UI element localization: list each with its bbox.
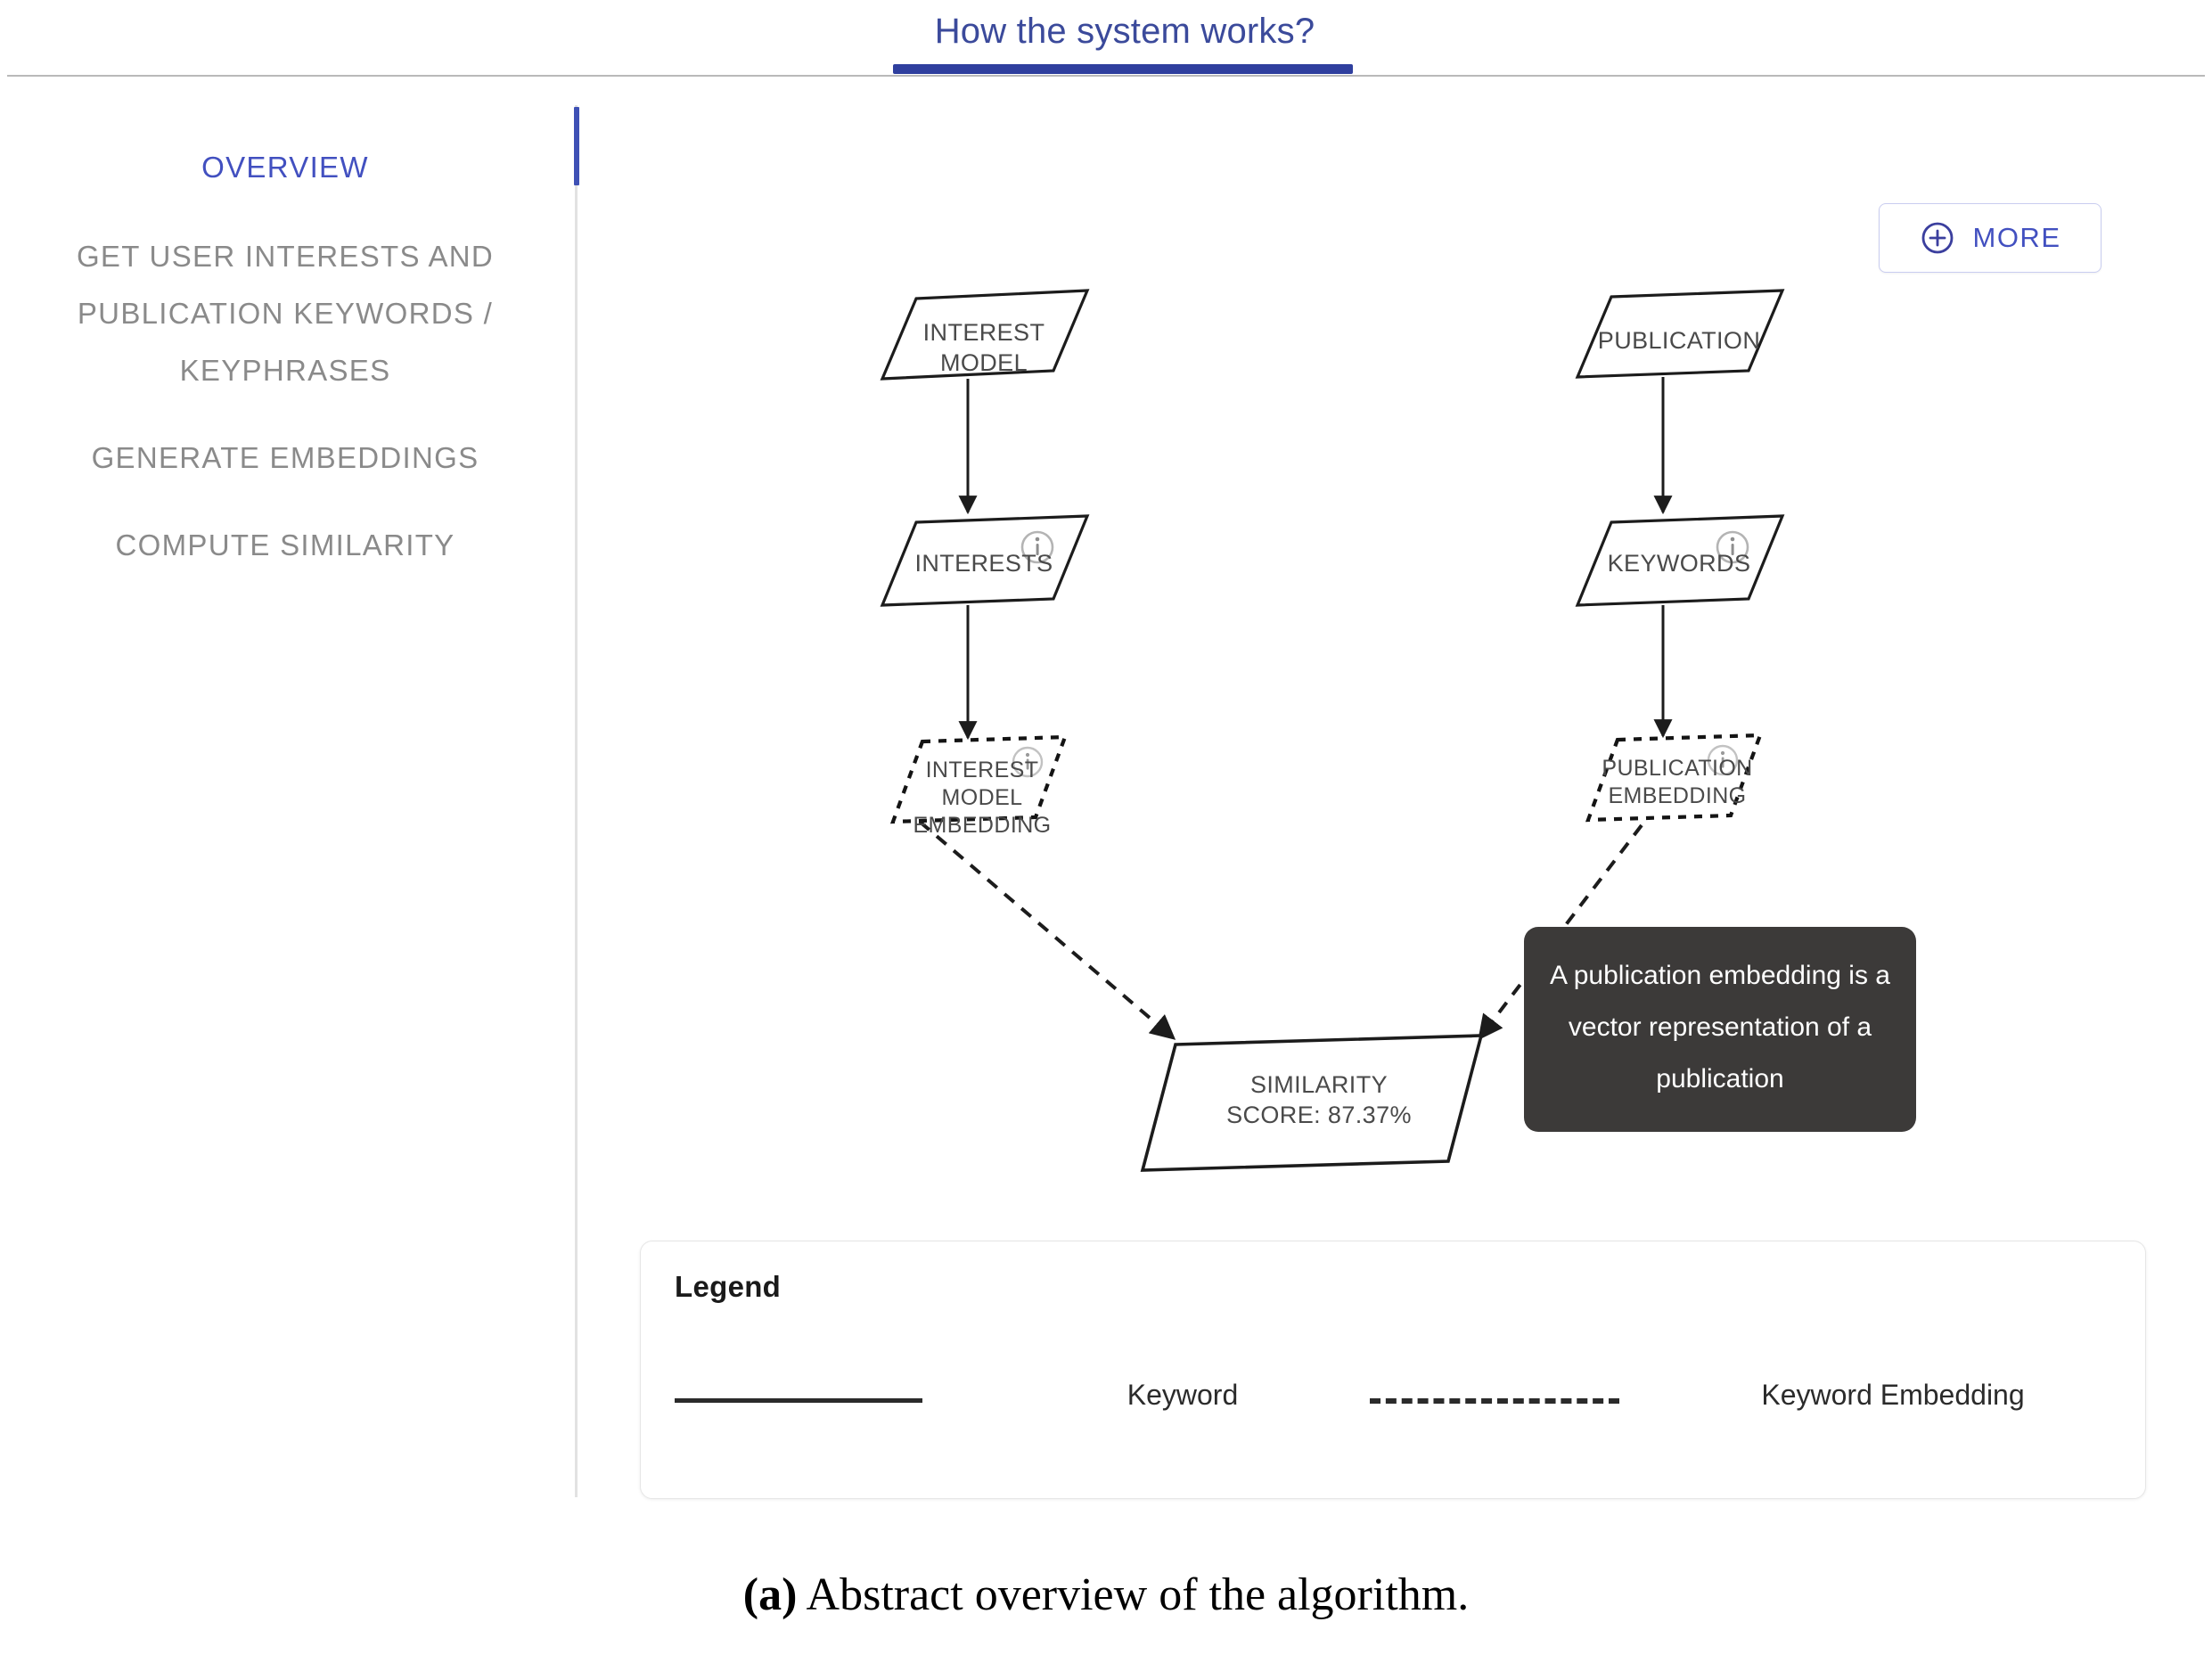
tab-bar	[0, 0, 2212, 77]
legend-title: Legend	[675, 1270, 782, 1303]
legend-card: Legend Keyword Keyword Embedding	[640, 1241, 2146, 1499]
flow-diagram-svg	[880, 289, 1785, 1172]
sidebar-item-get-user-interests-line-2: PUBLICATION KEYWORDS /	[77, 297, 494, 330]
sidebar-item-compute-similarity[interactable]: COMPUTE SIMILARITY	[0, 512, 570, 579]
edge-interest-embedding-to-similarity	[918, 820, 1176, 1040]
more-button-label: MORE	[1972, 222, 2061, 253]
tab-how-the-system-works[interactable]: How the system works?	[893, 2, 1356, 77]
node-similarity-score-shape[interactable]	[1140, 1034, 1484, 1172]
sidebar-item-overview-line-1: OVERVIEW	[201, 151, 369, 184]
figure-caption: (a) Abstract overview of the algorithm.	[0, 1569, 2212, 1621]
tab-label: How the system works?	[934, 12, 1315, 51]
node-interest-model-embedding-shape[interactable]	[889, 734, 1069, 824]
sidebar: OVERVIEW GET USER INTERESTS AND PUBLICAT…	[0, 107, 570, 579]
node-publication-shape[interactable]	[1575, 289, 1785, 379]
sidebar-item-generate-embeddings[interactable]: GENERATE EMBEDDINGS	[0, 424, 570, 492]
figure-caption-text: Abstract overview of the algorithm.	[797, 1569, 1470, 1620]
node-publication-embedding-info-icon[interactable]	[1707, 744, 1739, 776]
tooltip-publication-embedding: A publication embedding is a vector repr…	[1524, 927, 1916, 1132]
node-keywords-info-icon[interactable]	[1716, 530, 1749, 564]
more-button[interactable]: MORE	[1879, 203, 2101, 273]
node-interests-shape[interactable]	[880, 514, 1090, 607]
legend-solid-label: Keyword	[1126, 1379, 1239, 1411]
legend-dashed-line-swatch	[1370, 1398, 1619, 1404]
sidebar-item-generate-embeddings-line-1: GENERATE EMBEDDINGS	[91, 441, 479, 474]
plus-circle-icon	[1921, 222, 1953, 254]
tab-active-underline	[893, 64, 1353, 74]
sidebar-divider	[575, 105, 578, 1497]
sidebar-item-overview[interactable]: OVERVIEW	[0, 134, 570, 201]
flow-diagram: INTEREST MODEL PUBLICATION INTERESTS KEY…	[588, 107, 2212, 1283]
figure-caption-marker: (a)	[742, 1569, 798, 1620]
sidebar-item-compute-similarity-line-1: COMPUTE SIMILARITY	[115, 528, 455, 561]
node-publication-embedding-shape[interactable]	[1585, 733, 1764, 823]
sidebar-item-get-user-interests[interactable]: GET USER INTERESTS AND PUBLICATION KEYWO…	[0, 223, 570, 405]
legend-dashed-label: Keyword Embedding	[1761, 1379, 2025, 1411]
sidebar-item-get-user-interests-line-3: KEYPHRASES	[179, 354, 391, 387]
tab-bar-rule	[7, 75, 2205, 77]
node-interests-info-icon[interactable]	[1020, 530, 1054, 564]
node-interest-model-shape[interactable]	[880, 289, 1090, 381]
legend-entries: Keyword Keyword Embedding	[641, 1366, 2145, 1438]
legend-solid-line-swatch	[675, 1398, 922, 1403]
sidebar-item-get-user-interests-line-1: GET USER INTERESTS AND	[76, 240, 495, 273]
node-interest-model-embedding-info-icon[interactable]	[1012, 746, 1044, 778]
node-keywords-shape[interactable]	[1575, 514, 1785, 607]
sidebar-active-indicator	[574, 107, 579, 185]
